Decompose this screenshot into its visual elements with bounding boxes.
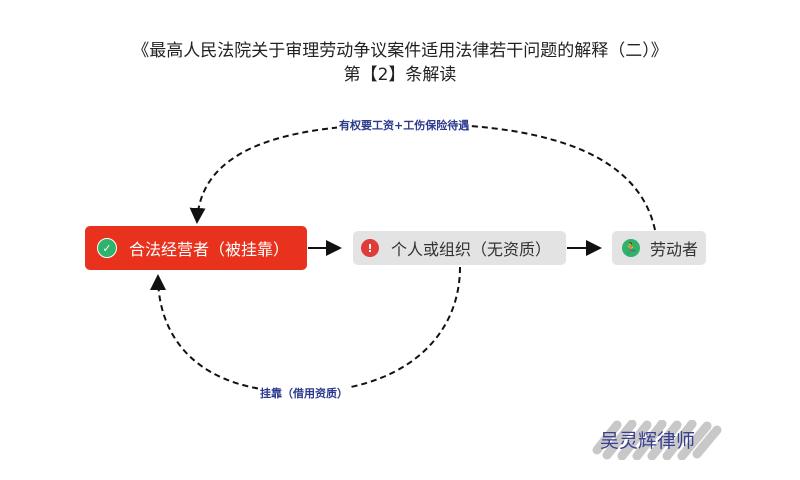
node-label: 劳动者 <box>650 240 699 259</box>
signature: 吴灵辉律师 <box>600 430 696 452</box>
exclamation-circle-icon: ! <box>361 239 379 257</box>
bottom-edge-label: 挂靠（借用资质） <box>258 385 350 401</box>
bottom-dashed-arrow <box>150 266 461 394</box>
top-edge-label: 有权要工资+工伤保险待遇 <box>337 117 472 133</box>
check-circle-icon: ✓ <box>97 238 117 258</box>
title-line1: 《最高人民法院关于审理劳动争议案件适用法律若干问题的解释（二）》 <box>132 41 668 61</box>
node-label: 合法经营者（被挂靠） <box>129 240 290 259</box>
node-legal-operator: ✓ 合法经营者（被挂靠） <box>85 226 307 270</box>
signature-brush-background <box>592 420 722 460</box>
running-person-icon: 🏃 <box>622 239 640 257</box>
title-line2: 第【2】条解读 <box>343 65 457 85</box>
node-unqualified: ! 个人或组织（无资质） <box>353 231 566 265</box>
node-label: 个人或组织（无资质） <box>391 240 552 259</box>
top-dashed-arrow <box>189 122 656 231</box>
node-worker: 🏃 劳动者 <box>612 231 706 265</box>
